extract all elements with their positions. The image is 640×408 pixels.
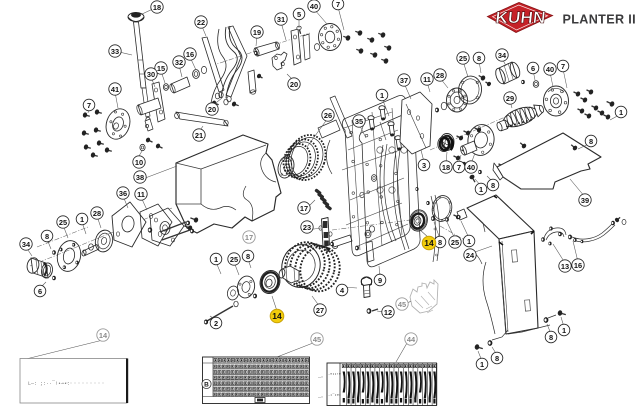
- svg-text:20: 20: [290, 80, 298, 89]
- svg-text:6: 6: [38, 287, 42, 296]
- svg-text:1: 1: [480, 360, 484, 369]
- svg-text:B: B: [204, 382, 209, 389]
- svg-text:16: 16: [186, 50, 194, 59]
- svg-text:8: 8: [477, 54, 481, 63]
- svg-text:—‹: —‹: [318, 375, 324, 379]
- svg-text:-«••‹¤: -«••‹¤: [328, 372, 341, 377]
- svg-text:14: 14: [424, 238, 434, 248]
- svg-text:32: 32: [175, 58, 183, 67]
- svg-text:8: 8: [549, 333, 553, 342]
- svg-text:L—: ;:··¯!•—•:: L—: ;:··¯!•—•:: [28, 380, 70, 387]
- svg-text:45: 45: [398, 300, 406, 309]
- svg-text:2: 2: [214, 319, 218, 328]
- svg-text:11: 11: [423, 75, 431, 84]
- svg-text:—‹: —‹: [318, 395, 324, 399]
- svg-text:26: 26: [324, 111, 332, 120]
- svg-text:18: 18: [442, 163, 450, 172]
- svg-text:7: 7: [336, 0, 340, 9]
- svg-text:21: 21: [195, 131, 203, 140]
- svg-text:7: 7: [87, 101, 91, 110]
- svg-text:1: 1: [619, 108, 623, 117]
- svg-text:8: 8: [45, 232, 49, 241]
- svg-text:15: 15: [157, 64, 165, 73]
- svg-text:27: 27: [316, 306, 324, 315]
- svg-text:29: 29: [506, 94, 514, 103]
- svg-text:23: 23: [303, 223, 311, 232]
- svg-text:17: 17: [300, 204, 308, 213]
- svg-text:13: 13: [561, 262, 569, 271]
- svg-text:44: 44: [407, 335, 416, 344]
- svg-text:10: 10: [135, 158, 143, 167]
- svg-text:1: 1: [214, 255, 218, 264]
- svg-text:-•¯•¤•: -•¯•¤•: [328, 393, 341, 398]
- svg-text:31: 31: [277, 15, 285, 24]
- svg-text:9: 9: [378, 276, 382, 285]
- svg-text:33: 33: [111, 47, 119, 56]
- svg-text:7: 7: [457, 163, 461, 172]
- svg-text:8: 8: [495, 354, 499, 363]
- svg-text:8: 8: [438, 238, 442, 247]
- svg-text:40: 40: [310, 2, 318, 11]
- svg-text:41: 41: [111, 85, 119, 94]
- svg-text:8: 8: [246, 252, 250, 261]
- svg-text:20: 20: [208, 105, 216, 114]
- svg-text:17: 17: [245, 233, 253, 242]
- svg-text:39: 39: [581, 196, 589, 205]
- svg-text:25: 25: [459, 54, 467, 63]
- svg-text:38: 38: [136, 173, 144, 182]
- svg-text:12: 12: [384, 308, 392, 317]
- svg-text:30: 30: [147, 70, 155, 79]
- svg-text:PLANTER II: PLANTER II: [563, 13, 636, 27]
- svg-text:6: 6: [531, 64, 535, 73]
- svg-text:1: 1: [380, 91, 384, 100]
- svg-text:7: 7: [561, 62, 565, 71]
- svg-text:25: 25: [59, 218, 67, 227]
- svg-text:KUHN: KUHN: [494, 8, 546, 27]
- svg-text:34: 34: [22, 240, 31, 249]
- svg-text:25: 25: [230, 255, 238, 264]
- svg-text:40: 40: [546, 65, 554, 74]
- svg-text:34: 34: [498, 51, 507, 60]
- svg-text:22: 22: [197, 18, 205, 27]
- svg-text:14: 14: [272, 311, 282, 321]
- svg-text:36: 36: [119, 189, 127, 198]
- svg-text:28: 28: [436, 71, 444, 80]
- svg-text:40: 40: [467, 163, 475, 172]
- svg-text:1: 1: [467, 237, 471, 246]
- svg-text:8: 8: [589, 137, 593, 146]
- svg-text:28: 28: [93, 209, 101, 218]
- svg-text:14: 14: [99, 331, 108, 340]
- svg-text:5: 5: [297, 10, 301, 19]
- svg-text:1: 1: [562, 326, 566, 335]
- svg-text:16: 16: [574, 261, 582, 270]
- svg-text:25: 25: [451, 238, 459, 247]
- svg-text:4: 4: [340, 286, 345, 295]
- svg-text:1: 1: [479, 185, 483, 194]
- svg-text:11: 11: [137, 190, 145, 199]
- svg-text:8: 8: [491, 181, 495, 190]
- svg-text:19: 19: [253, 28, 261, 37]
- svg-text:37: 37: [400, 76, 408, 85]
- svg-text:3: 3: [422, 161, 426, 170]
- svg-text:18: 18: [153, 3, 161, 12]
- svg-text:35: 35: [355, 117, 363, 126]
- svg-text:24: 24: [466, 251, 475, 260]
- svg-text:45: 45: [313, 335, 321, 344]
- svg-text:1: 1: [80, 215, 84, 224]
